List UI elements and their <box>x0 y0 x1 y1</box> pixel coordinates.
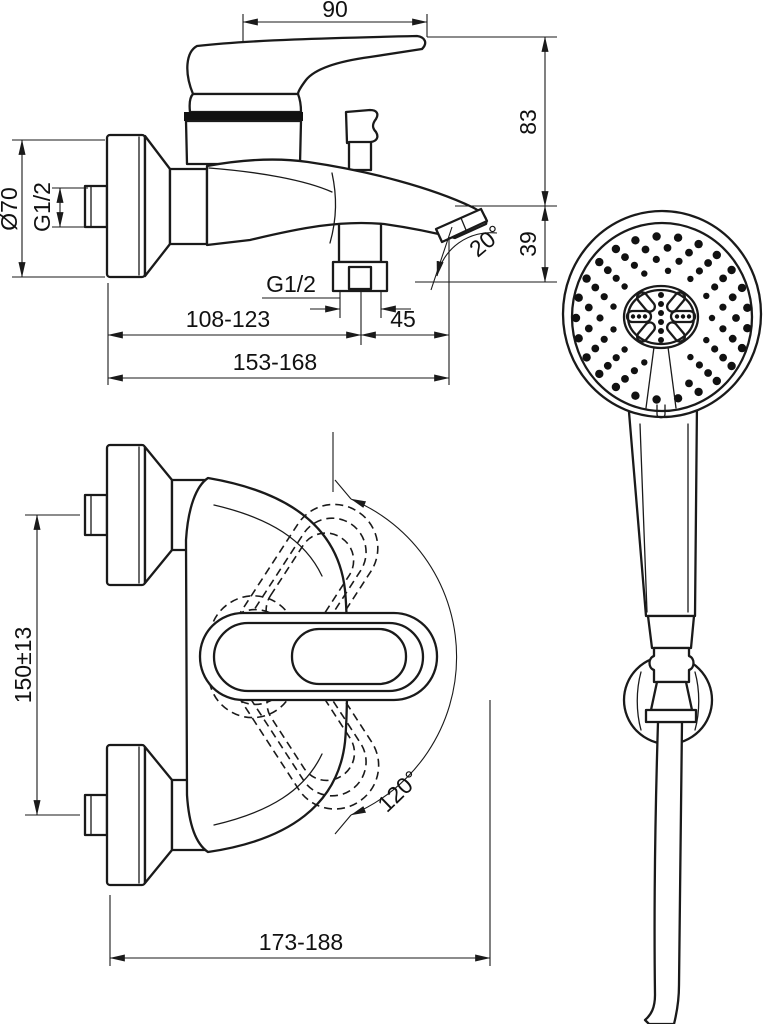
dim-label-handle-length: 90 <box>322 0 348 22</box>
dim-label-handle-swing: 120° <box>372 765 424 817</box>
side-view <box>83 34 489 293</box>
diverter-knob <box>344 108 379 145</box>
body-neck <box>168 167 209 246</box>
dim-label-wall-to-tip: 153-168 <box>233 349 317 375</box>
angle-arc-handle-swing <box>350 498 458 816</box>
dim-label-height-83: 83 <box>515 109 541 135</box>
spray-nozzle-dots <box>571 232 752 404</box>
angle-arc-spout <box>436 232 498 277</box>
front-view <box>83 432 439 887</box>
inlet-nipple <box>83 184 109 229</box>
spray-hub <box>622 284 700 350</box>
diverter-stem <box>347 140 373 172</box>
spout-aerator <box>434 207 489 244</box>
mixer-handle-dome <box>188 92 303 114</box>
dim-label-outlet-to-tip: 45 <box>390 306 416 332</box>
front-body-inner-bottom <box>213 753 323 826</box>
hand-shower-handle <box>626 398 699 618</box>
dim-label-drop-39: 39 <box>515 231 541 257</box>
face-fan-lines <box>645 346 677 419</box>
mixer-handle-blade <box>186 34 427 96</box>
shower-outlet-opening <box>347 265 373 291</box>
dim-label-outlet-thread: G1/2 <box>266 271 316 297</box>
dim-label-flange-diameter: Ø70 <box>0 187 22 230</box>
body-contour <box>208 167 333 193</box>
side-view-dimensions: 90 83 39 Ø70 G1/2 20° G1/2 108-1 <box>0 0 557 385</box>
cartridge-collar <box>184 119 303 166</box>
front-body-inner-top <box>213 504 323 577</box>
dim-label-inlet-thread: G1/2 <box>29 182 55 232</box>
handle-ring-band <box>184 112 303 121</box>
escutcheon-cone <box>143 134 172 278</box>
front-handle <box>198 611 439 702</box>
body-contour-2 <box>329 172 337 244</box>
shower-hose <box>643 720 684 1024</box>
dim-label-overall-width: 173-188 <box>259 929 343 955</box>
hose-connector <box>644 614 698 724</box>
hand-shower <box>561 209 763 1024</box>
dim-label-wall-to-outlet: 108-123 <box>186 306 270 332</box>
dim-label-inlet-distance: 150±13 <box>10 627 36 704</box>
